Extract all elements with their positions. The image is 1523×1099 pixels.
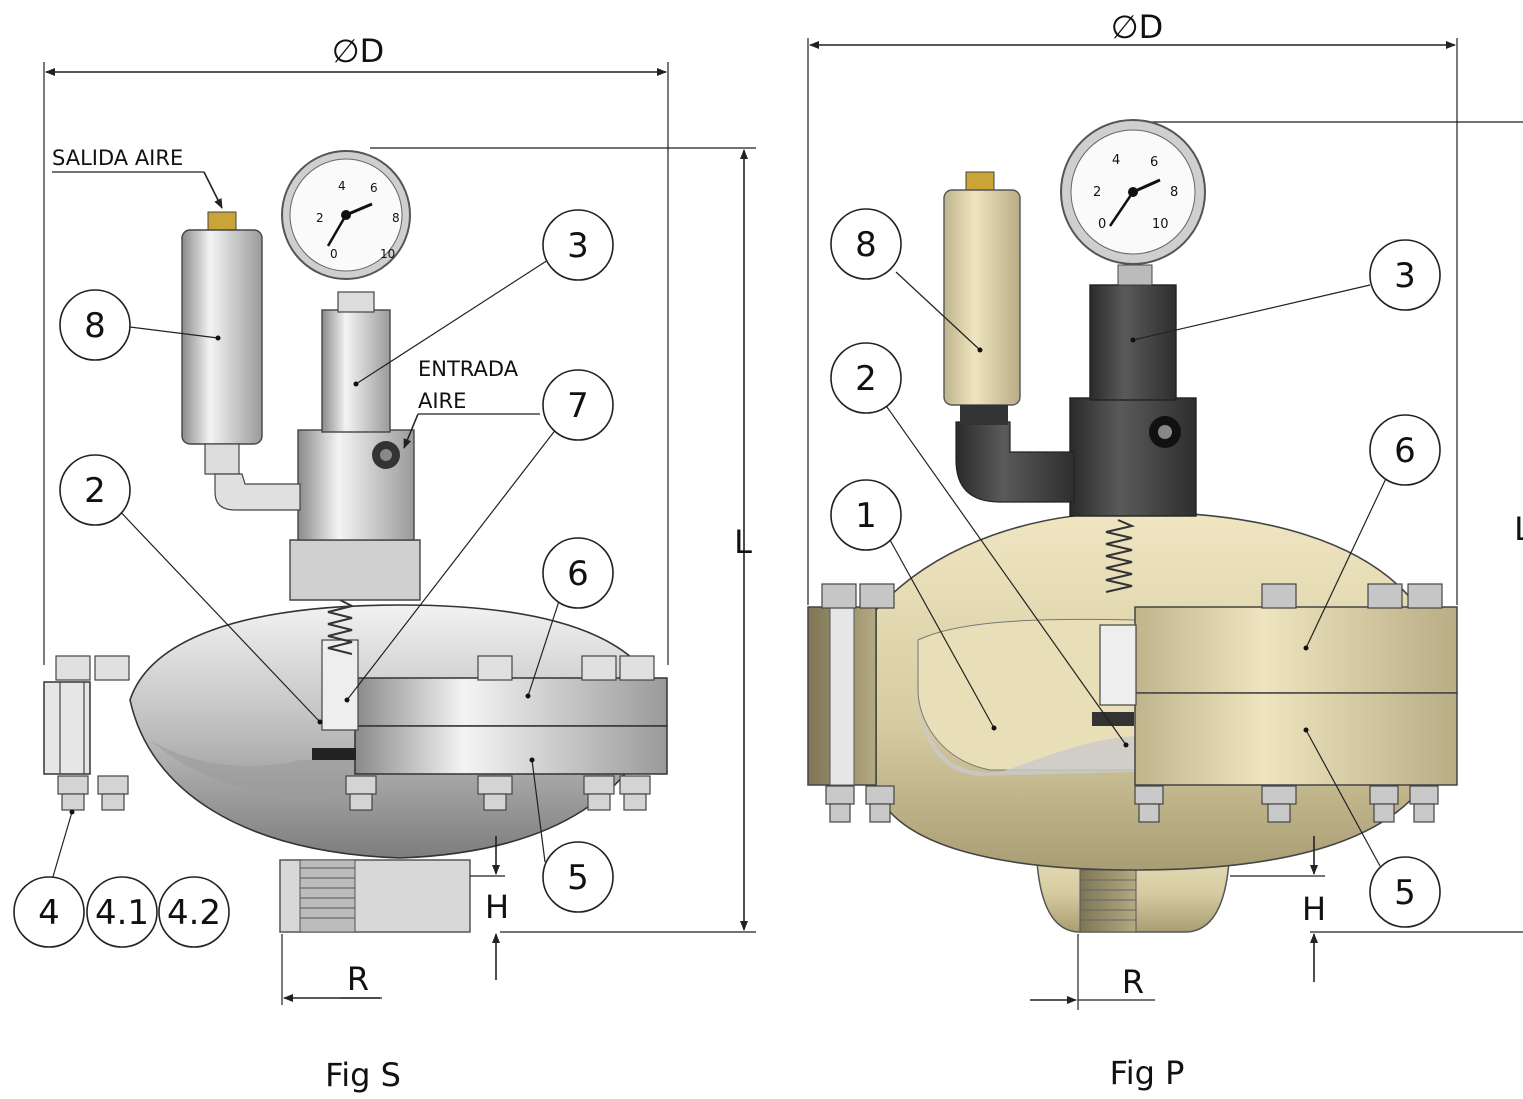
svg-text:4: 4 bbox=[1112, 153, 1120, 168]
svg-text:0: 0 bbox=[1098, 217, 1106, 232]
diameter-label: ∅D bbox=[332, 32, 385, 70]
svg-text:1: 1 bbox=[855, 496, 877, 536]
svg-text:0: 0 bbox=[330, 247, 338, 261]
svg-text:8: 8 bbox=[855, 225, 877, 265]
svg-text:3: 3 bbox=[1394, 256, 1416, 296]
callout-5: 5 bbox=[1369, 856, 1441, 928]
svg-text:7: 7 bbox=[567, 386, 589, 426]
pressure-gauge: 0 2 4 6 8 10 bbox=[1060, 119, 1206, 265]
height-label: H bbox=[485, 888, 509, 926]
figure-caption: Fig P bbox=[1110, 1054, 1185, 1092]
callout-4-2: 4.2 bbox=[158, 876, 230, 948]
svg-text:6: 6 bbox=[370, 181, 378, 195]
callout-7: 7 bbox=[542, 369, 614, 441]
svg-text:4: 4 bbox=[338, 179, 346, 193]
air-inlet-note-line2: AIRE bbox=[418, 389, 466, 413]
callout-5: 5 bbox=[542, 841, 614, 913]
callout-2: 2 bbox=[59, 454, 131, 526]
callout-4-1: 4.1 bbox=[86, 876, 158, 948]
svg-text:2: 2 bbox=[1093, 185, 1101, 200]
svg-text:4.2: 4.2 bbox=[167, 893, 221, 933]
svg-text:5: 5 bbox=[1394, 873, 1416, 913]
air-filter bbox=[943, 171, 1021, 425]
radius-label: R bbox=[1122, 963, 1144, 1001]
callout-3: 3 bbox=[542, 209, 614, 281]
figure-caption: Fig S bbox=[325, 1056, 401, 1094]
air-inlet-note-line1: ENTRADA bbox=[418, 357, 519, 381]
air-filter bbox=[181, 211, 301, 511]
svg-text:10: 10 bbox=[1152, 217, 1169, 232]
length-label: L bbox=[1514, 510, 1523, 548]
callout-4: 4 bbox=[13, 876, 85, 948]
callout-8: 8 bbox=[830, 208, 902, 280]
svg-text:4: 4 bbox=[38, 893, 60, 933]
svg-text:3: 3 bbox=[567, 226, 589, 266]
svg-text:4.1: 4.1 bbox=[95, 893, 149, 933]
figure-p: ∅D bbox=[807, 8, 1523, 1092]
length-label: L bbox=[734, 523, 752, 561]
height-label: H bbox=[1302, 890, 1326, 928]
callout-1: 1 bbox=[830, 479, 902, 551]
svg-text:10: 10 bbox=[380, 247, 395, 261]
air-outlet-note: SALIDA AIRE bbox=[52, 146, 183, 170]
svg-text:2: 2 bbox=[84, 471, 106, 511]
callout-6: 6 bbox=[1369, 414, 1441, 486]
svg-text:5: 5 bbox=[567, 858, 589, 898]
svg-text:6: 6 bbox=[567, 554, 589, 594]
callout-8: 8 bbox=[59, 289, 131, 361]
svg-text:8: 8 bbox=[392, 211, 400, 225]
svg-text:2: 2 bbox=[855, 359, 877, 399]
callout-3: 3 bbox=[1369, 239, 1441, 311]
callout-2: 2 bbox=[830, 342, 902, 414]
callout-6: 6 bbox=[542, 537, 614, 609]
pressure-gauge: 0 2 4 6 8 10 bbox=[281, 150, 411, 280]
diameter-label: ∅D bbox=[1111, 8, 1164, 46]
figure-s: ∅D L bbox=[13, 32, 756, 1094]
svg-text:6: 6 bbox=[1394, 431, 1416, 471]
svg-text:2: 2 bbox=[316, 211, 324, 225]
svg-text:6: 6 bbox=[1150, 155, 1158, 170]
svg-text:8: 8 bbox=[1170, 185, 1178, 200]
radius-label: R bbox=[347, 960, 369, 998]
svg-text:8: 8 bbox=[84, 306, 106, 346]
